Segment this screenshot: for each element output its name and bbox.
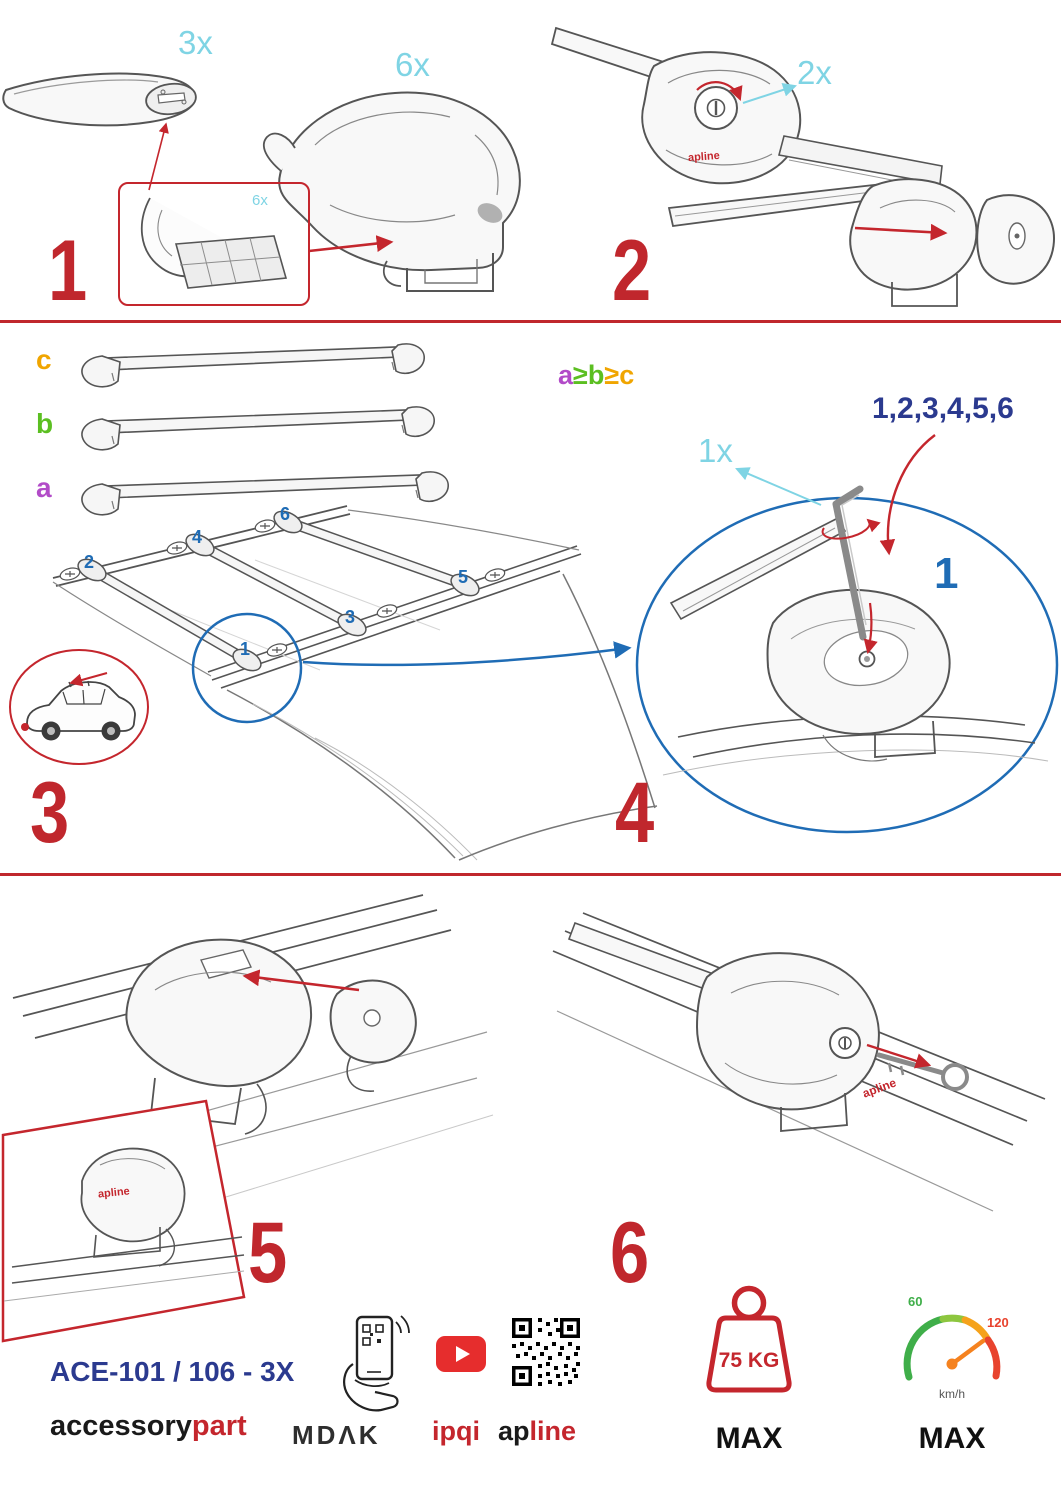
crossbar-drawing bbox=[2, 72, 197, 191]
car-roof-drawing bbox=[52, 505, 658, 861]
position-label-2: 2 bbox=[84, 552, 95, 572]
lock-icon-6 bbox=[829, 1027, 861, 1059]
car-inset-drawing bbox=[9, 649, 149, 765]
formula-ge1: ≥ bbox=[573, 360, 588, 390]
step-6-number: 6 bbox=[610, 1205, 650, 1301]
endcap-assembly-drawing bbox=[667, 178, 1055, 307]
position-label-5: 5 bbox=[458, 567, 469, 587]
mdak-logo: MDΛK bbox=[292, 1420, 381, 1450]
speed-unit-label: km/h bbox=[938, 1387, 966, 1401]
bar-label-a: a bbox=[36, 472, 52, 503]
apline-logo: apline bbox=[498, 1418, 576, 1445]
position-label-1: 1 bbox=[240, 639, 251, 659]
pad-detail-inset: 6x bbox=[118, 182, 310, 306]
youtube-icon bbox=[436, 1336, 486, 1372]
lock-qty-label: 2x bbox=[797, 54, 832, 91]
tool-qty-label: 1x bbox=[698, 432, 733, 469]
formula-ge2: ≥ bbox=[604, 360, 620, 390]
formula-c: c bbox=[619, 360, 635, 390]
section-divider-2 bbox=[0, 873, 1061, 876]
formula-b: b bbox=[587, 360, 605, 390]
allen-key-icon bbox=[832, 485, 867, 641]
foot-qty-label: 6x bbox=[395, 46, 430, 83]
position-label-4: 4 bbox=[192, 527, 203, 547]
section-divider-1 bbox=[0, 320, 1061, 323]
weight-value: 75 KG bbox=[718, 1349, 780, 1372]
clamp-foot-drawing bbox=[262, 91, 521, 292]
bar-label-b: b bbox=[36, 408, 54, 439]
crossbar-size-c bbox=[81, 343, 425, 388]
bar-label-c: c bbox=[36, 344, 52, 375]
speedometer-needle bbox=[949, 1338, 986, 1367]
weight-icon bbox=[706, 1285, 792, 1393]
weight-max-label: MAX bbox=[715, 1422, 783, 1455]
first-position-label: 1 bbox=[934, 549, 959, 598]
clamp-slide-drawing bbox=[12, 894, 494, 1229]
qr-code bbox=[512, 1318, 580, 1386]
key-lock-drawing bbox=[552, 912, 1046, 1212]
size-formula: a≥b≥c bbox=[558, 362, 634, 389]
speedometer-icon bbox=[903, 1314, 1001, 1381]
zoom-pointer-arrow bbox=[302, 641, 632, 667]
bar-qty-label: 3x bbox=[178, 24, 213, 61]
speed-max-label: MAX bbox=[918, 1422, 986, 1455]
position-1-highlight-circle bbox=[191, 612, 303, 724]
pad-qty-label: 6x bbox=[252, 192, 268, 209]
brand-wordmark-red: part bbox=[191, 1410, 247, 1442]
step-3-number: 3 bbox=[30, 765, 70, 861]
step-2-number: 2 bbox=[612, 223, 652, 319]
crossbar-size-b bbox=[81, 406, 435, 451]
lock-foot-drawing bbox=[550, 26, 943, 190]
crossbar-size-a bbox=[81, 471, 449, 516]
sequence-label: 1,2,3,4,5,6 bbox=[872, 392, 1014, 425]
formula-a: a bbox=[558, 360, 574, 390]
key-icon bbox=[876, 1052, 969, 1091]
brand-wordmark: accessorypart bbox=[50, 1412, 247, 1441]
position-label-3: 3 bbox=[345, 607, 356, 627]
lock-icon bbox=[694, 86, 738, 130]
brand-wordmark-black: accessory bbox=[50, 1410, 192, 1442]
apline-logo-black: ap bbox=[498, 1416, 530, 1446]
step-5-number: 5 bbox=[248, 1205, 288, 1301]
mounted-foot-panel bbox=[1, 1099, 246, 1343]
phone-scan-icon bbox=[343, 1315, 410, 1412]
product-code: ACE-101 / 106 - 3X bbox=[50, 1356, 295, 1387]
position-label-6: 6 bbox=[280, 504, 291, 524]
pad-drawing bbox=[140, 197, 288, 289]
speed-120-label: 120 bbox=[987, 1315, 1009, 1330]
ipqi-logo: ipqi bbox=[432, 1416, 480, 1446]
zoom-detail-drawing bbox=[635, 434, 1059, 834]
step-1-number: 1 bbox=[48, 223, 88, 319]
mount-ovals bbox=[59, 519, 506, 657]
speed-60-label: 60 bbox=[908, 1294, 923, 1309]
step-4-number: 4 bbox=[615, 765, 655, 861]
apline-logo-red: line bbox=[529, 1416, 577, 1446]
crossbar-sizes-drawing bbox=[81, 343, 449, 516]
